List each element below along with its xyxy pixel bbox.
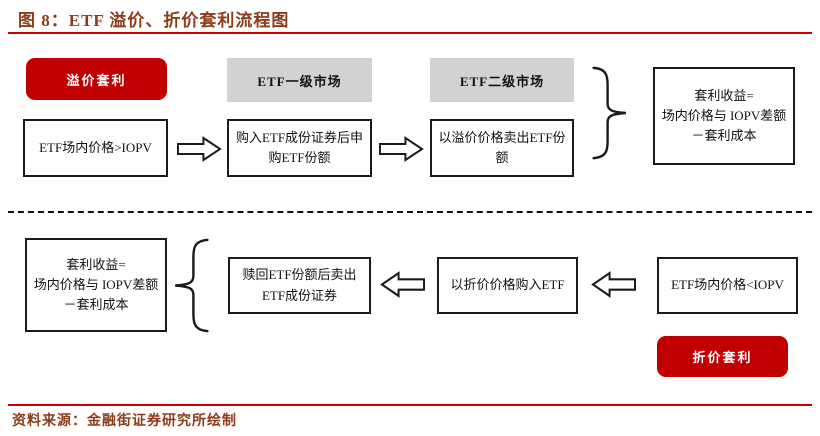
arrow-right-icon <box>379 136 424 162</box>
arrow-left-icon <box>591 271 636 298</box>
arrow-left-icon <box>380 271 425 298</box>
discount-step-buy: 以折价价格购入ETF <box>437 257 578 314</box>
figure-title: 图 8：ETF 溢价、折价套利流程图 <box>18 11 290 30</box>
section-divider <box>8 211 812 213</box>
discount-result-box: 套利收益= 场内价格与 IOPV差额 －套利成本 <box>25 238 167 332</box>
discount-arbitrage-tag: 折价套利 <box>657 336 788 377</box>
primary-market-header: ETF一级市场 <box>227 58 372 102</box>
arrow-right-icon <box>177 136 222 162</box>
figure-source: 资料来源：金融街证券研究所绘制 <box>12 414 237 429</box>
premium-step-condition: ETF场内价格>IOPV <box>23 119 168 177</box>
title-divider <box>8 32 812 34</box>
premium-arbitrage-tag: 溢价套利 <box>26 58 167 100</box>
discount-step-redeem: 赎回ETF份额后卖出ETF成份证券 <box>228 257 371 314</box>
secondary-market-header: ETF二级市场 <box>430 58 574 102</box>
premium-step-create: 购入ETF成份证券后申购ETF份额 <box>227 119 372 177</box>
discount-step-condition: ETF场内价格<IOPV <box>657 257 798 314</box>
premium-step-sell: 以溢价价格卖出ETF份额 <box>430 119 574 177</box>
premium-result-box: 套利收益= 场内价格与 IOPV差额 －套利成本 <box>653 67 795 165</box>
brace-left-icon <box>171 238 213 333</box>
footer-divider <box>8 404 812 406</box>
brace-right-icon <box>588 66 630 160</box>
